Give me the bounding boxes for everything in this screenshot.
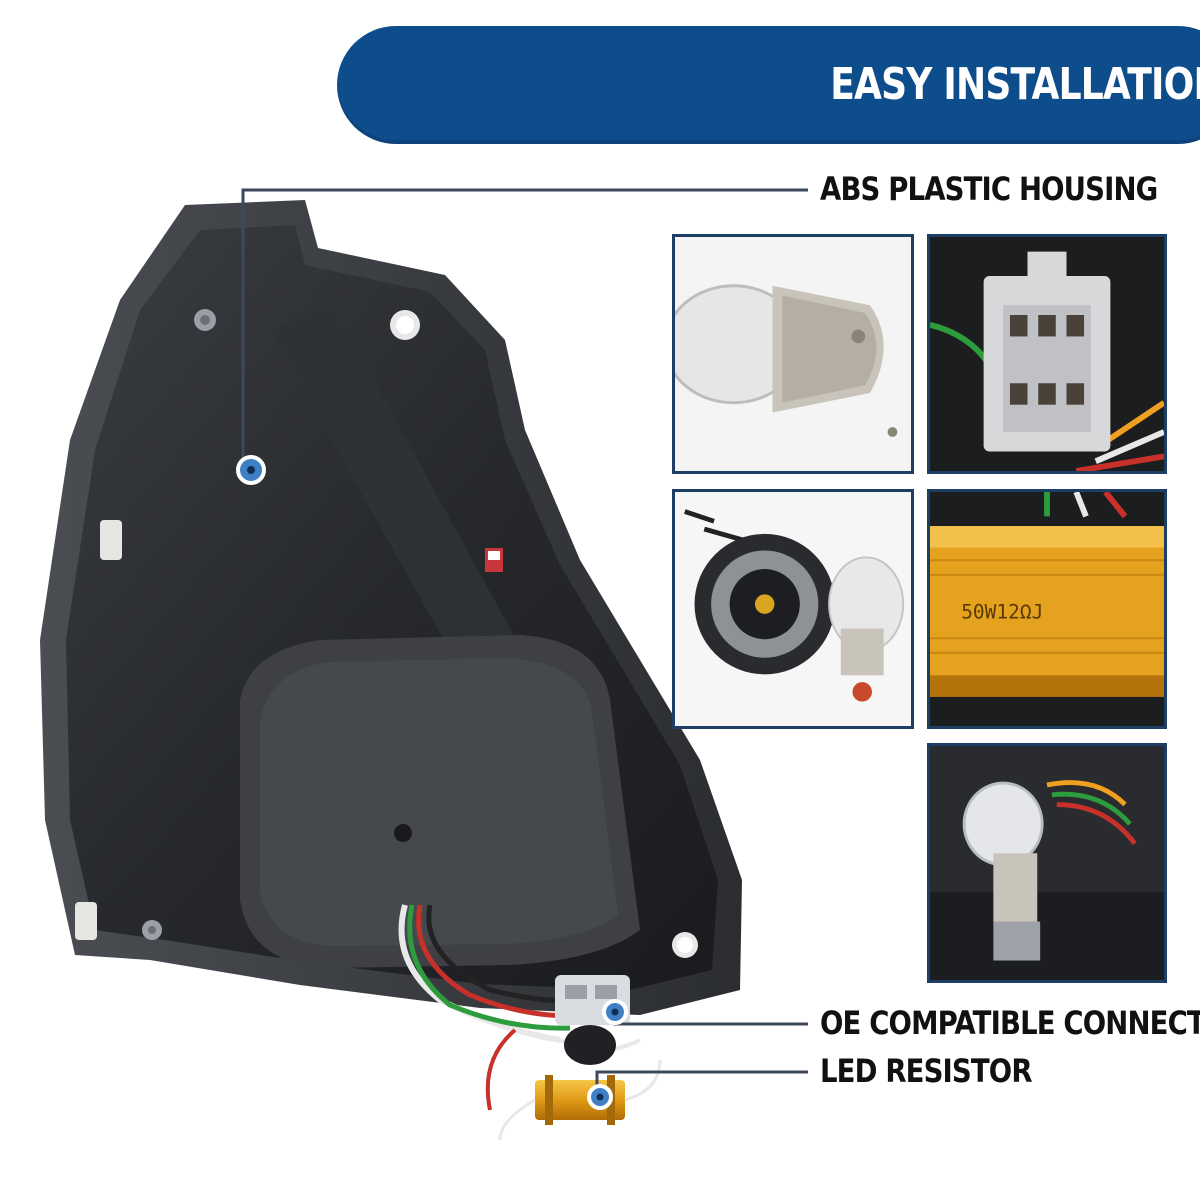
- thumbnail-socket-bulb: [672, 489, 914, 729]
- socket-icon: [675, 492, 911, 726]
- resistor-label: LED RESISTOR: [820, 1052, 1033, 1090]
- header-banner: EASY INSTALLATION: [337, 26, 1200, 144]
- connector-callout-dot: [602, 999, 628, 1025]
- connector-label: OE COMPATIBLE CONNECTOR: [820, 1004, 1200, 1042]
- thumbnail-bulb-closeup: [672, 234, 914, 474]
- banner-title: EASY INSTALLATION: [830, 59, 1200, 110]
- installed-bulb-icon: [930, 746, 1164, 980]
- resistor-icon: 50W12ΩJ: [930, 492, 1164, 726]
- bulb-icon: [675, 237, 911, 471]
- thumbnail-connector: [927, 234, 1167, 474]
- thumbnail-installed-bulb: [927, 743, 1167, 983]
- housing-callout-line: [241, 188, 808, 468]
- connector-icon: [930, 237, 1164, 471]
- resistor-callout-dot: [587, 1084, 613, 1110]
- thumbnail-resistor-marking: 50W12ΩJ: [927, 489, 1167, 729]
- housing-callout-dot: [236, 455, 266, 485]
- resistor-marking-text: 50W12ΩJ: [961, 601, 1043, 624]
- resistor-callout-line: [595, 1070, 808, 1097]
- housing-label: ABS PLASTIC HOUSING: [820, 170, 1158, 208]
